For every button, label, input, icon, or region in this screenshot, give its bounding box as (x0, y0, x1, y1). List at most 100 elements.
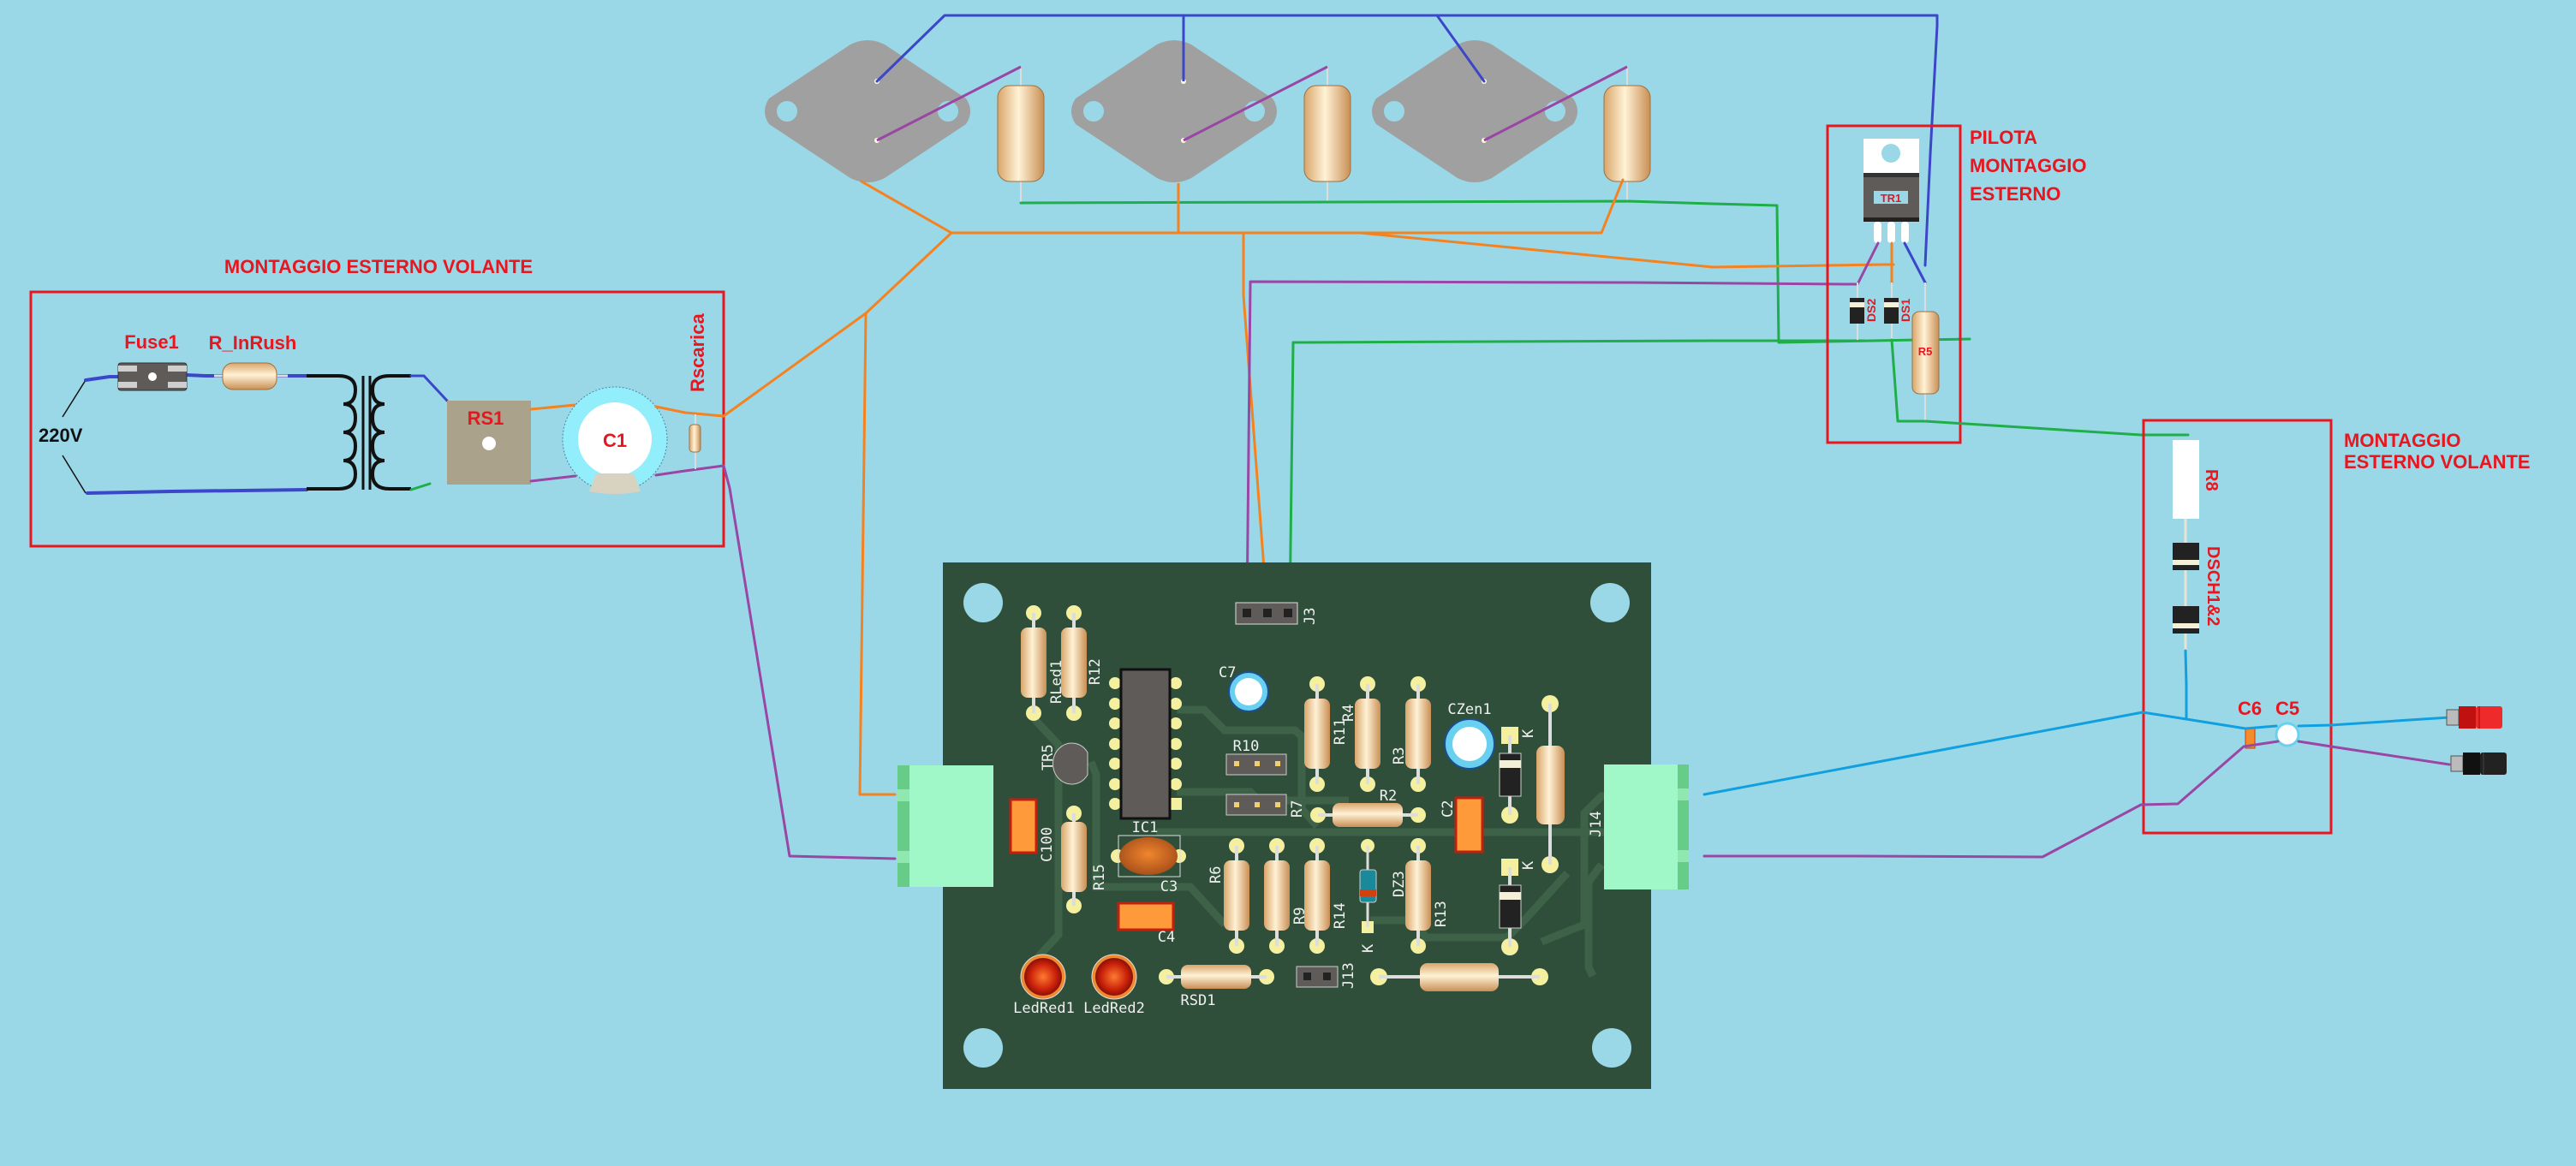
resistor-r13-icon (1405, 838, 1431, 954)
resistor-r5-icon (1911, 283, 1940, 421)
silk-r4: R4 (1340, 705, 1357, 722)
to3-transistor-icon (765, 40, 970, 182)
emitter-resistor-icon (1603, 67, 1651, 203)
capacitor-czen1-icon (1444, 718, 1495, 770)
red-terminal-icon[interactable] (2446, 706, 2502, 729)
trimmer-r10-icon (1225, 753, 1287, 776)
silk-ledred2: LedRed2 (1083, 1000, 1145, 1017)
bridge-label: RS1 (468, 408, 504, 429)
emitter-resistor-icon (1303, 67, 1351, 203)
mounting-hole (1592, 1028, 1631, 1068)
mounting-hole (963, 1028, 1003, 1068)
transistor-tr5-icon (1052, 742, 1088, 785)
resistor-r8-icon (2173, 440, 2199, 519)
emitter-resistor-icon (997, 67, 1045, 203)
capacitor-c1-label: C1 (603, 430, 627, 451)
resistor-r11-icon (1304, 676, 1330, 792)
capacitor-c2-icon (1454, 796, 1484, 854)
diode-icon (1499, 727, 1522, 824)
mains-voltage-label: 220V (39, 425, 83, 446)
bridge-rectifier-icon (447, 401, 531, 485)
silk-r12: R12 (1087, 658, 1104, 685)
diode-ds1-icon (1884, 283, 1899, 340)
resistor-r12-icon (1061, 605, 1087, 721)
resistor-r2-icon (1310, 803, 1426, 827)
resistor-rsd1-icon (1159, 965, 1274, 989)
header-j3 (1235, 602, 1298, 625)
cap-c6-label: C6 (2238, 698, 2262, 719)
pilot-module-box: PILOTA MONTAGGIO ESTERNO TR1 DS2 DS1 (1826, 124, 2086, 444)
inrush-resistor-icon (214, 362, 288, 390)
right-box-title-line-2: ESTERNO VOLANTE (2344, 451, 2531, 473)
pilot-title-line-3: ESTERNO (1970, 183, 2060, 205)
capacitor-c100-icon (1009, 798, 1038, 854)
resistor-r9-icon (1264, 838, 1290, 954)
resistor-r4-icon (1355, 676, 1380, 792)
mains-leads: 220V (39, 379, 86, 494)
capacitor-c4-icon (1117, 901, 1175, 931)
resistor-r8-label: R8 (2202, 469, 2221, 491)
transformer-icon (307, 374, 411, 491)
capacitor-c5-icon (2275, 722, 2300, 747)
terminal-block-left[interactable] (897, 765, 993, 887)
resistor-r14-icon (1304, 838, 1330, 954)
silk-k-1: K (1520, 729, 1537, 738)
silk-dz3: DZ3 (1391, 871, 1408, 897)
silk-r11: R11 (1332, 718, 1349, 745)
power-transistors (765, 40, 1651, 203)
silk-k-3: K (1360, 943, 1377, 953)
resistor-icon (1370, 963, 1548, 991)
silk-c7: C7 (1219, 664, 1236, 681)
silk-ledred1: LedRed1 (1013, 1000, 1075, 1017)
diode-ds2-label: DS2 (1864, 299, 1878, 322)
capacitor-c7-icon (1228, 671, 1269, 712)
discharge-resistor-icon (689, 414, 701, 469)
resistor-icon (1536, 695, 1565, 873)
to3-transistor-icon (1372, 40, 1577, 182)
diode-ds1-label: DS1 (1899, 299, 1912, 322)
terminal-block-j14[interactable] (1604, 764, 1689, 889)
right-box-title-line-1: MONTAGGIO (2344, 430, 2460, 451)
silk-r14: R14 (1332, 902, 1349, 929)
silk-r2: R2 (1380, 788, 1397, 805)
silk-c4: C4 (1158, 929, 1175, 946)
silk-c100: C100 (1039, 827, 1056, 862)
silk-ic1: IC1 (1132, 819, 1159, 836)
trimmer-r7-icon (1225, 794, 1287, 816)
regulator-label: TR1 (1881, 192, 1902, 205)
led-red-1-icon (1020, 954, 1066, 1000)
silk-czen1: CZen1 (1447, 701, 1491, 718)
silk-c2: C2 (1440, 800, 1457, 818)
capacitor-c1-icon (562, 386, 668, 494)
mounting-hole (1590, 583, 1630, 622)
resistor-r3-icon (1405, 676, 1431, 792)
silk-rsd1: RSD1 (1181, 992, 1216, 1009)
diode-icon (1499, 859, 1522, 955)
silk-j13: J13 (1340, 962, 1357, 989)
cap-c5-label: C5 (2275, 698, 2299, 719)
silk-j14: J14 (1588, 811, 1605, 837)
silk-j3: J3 (1302, 608, 1319, 625)
zener-diode-icon (1359, 839, 1377, 933)
silk-r6: R6 (1208, 866, 1225, 883)
header-j13 (1296, 966, 1339, 988)
diodes-dsch-icon (2173, 519, 2199, 651)
fuse-icon (117, 362, 188, 391)
inrush-label: R_InRush (209, 332, 297, 354)
diodes-dsch-label: DSCH1&2 (2203, 546, 2222, 626)
black-terminal-icon[interactable] (2450, 753, 2507, 775)
silk-r10: R10 (1233, 738, 1260, 755)
resistor-r15-icon (1061, 806, 1087, 913)
pilot-title-line-2: MONTAGGIO (1970, 155, 2086, 176)
to3-transistor-icon (1071, 40, 1277, 182)
capacitor-c3-icon (1111, 835, 1186, 877)
silk-r7: R7 (1289, 800, 1306, 818)
right-module-box: MONTAGGIO ESTERNO VOLANTE R8 DSCH1&2 C6 … (2142, 419, 2531, 835)
silk-r3: R3 (1391, 747, 1408, 764)
pilot-title-line-1: PILOTA (1970, 127, 2037, 148)
discharge-resistor-label: Rscarica (687, 312, 708, 392)
ic1-chip-icon (1109, 668, 1182, 820)
silk-k-2: K (1520, 860, 1537, 870)
led-red-2-icon (1091, 954, 1137, 1000)
silk-tr5: TR5 (1040, 744, 1057, 770)
